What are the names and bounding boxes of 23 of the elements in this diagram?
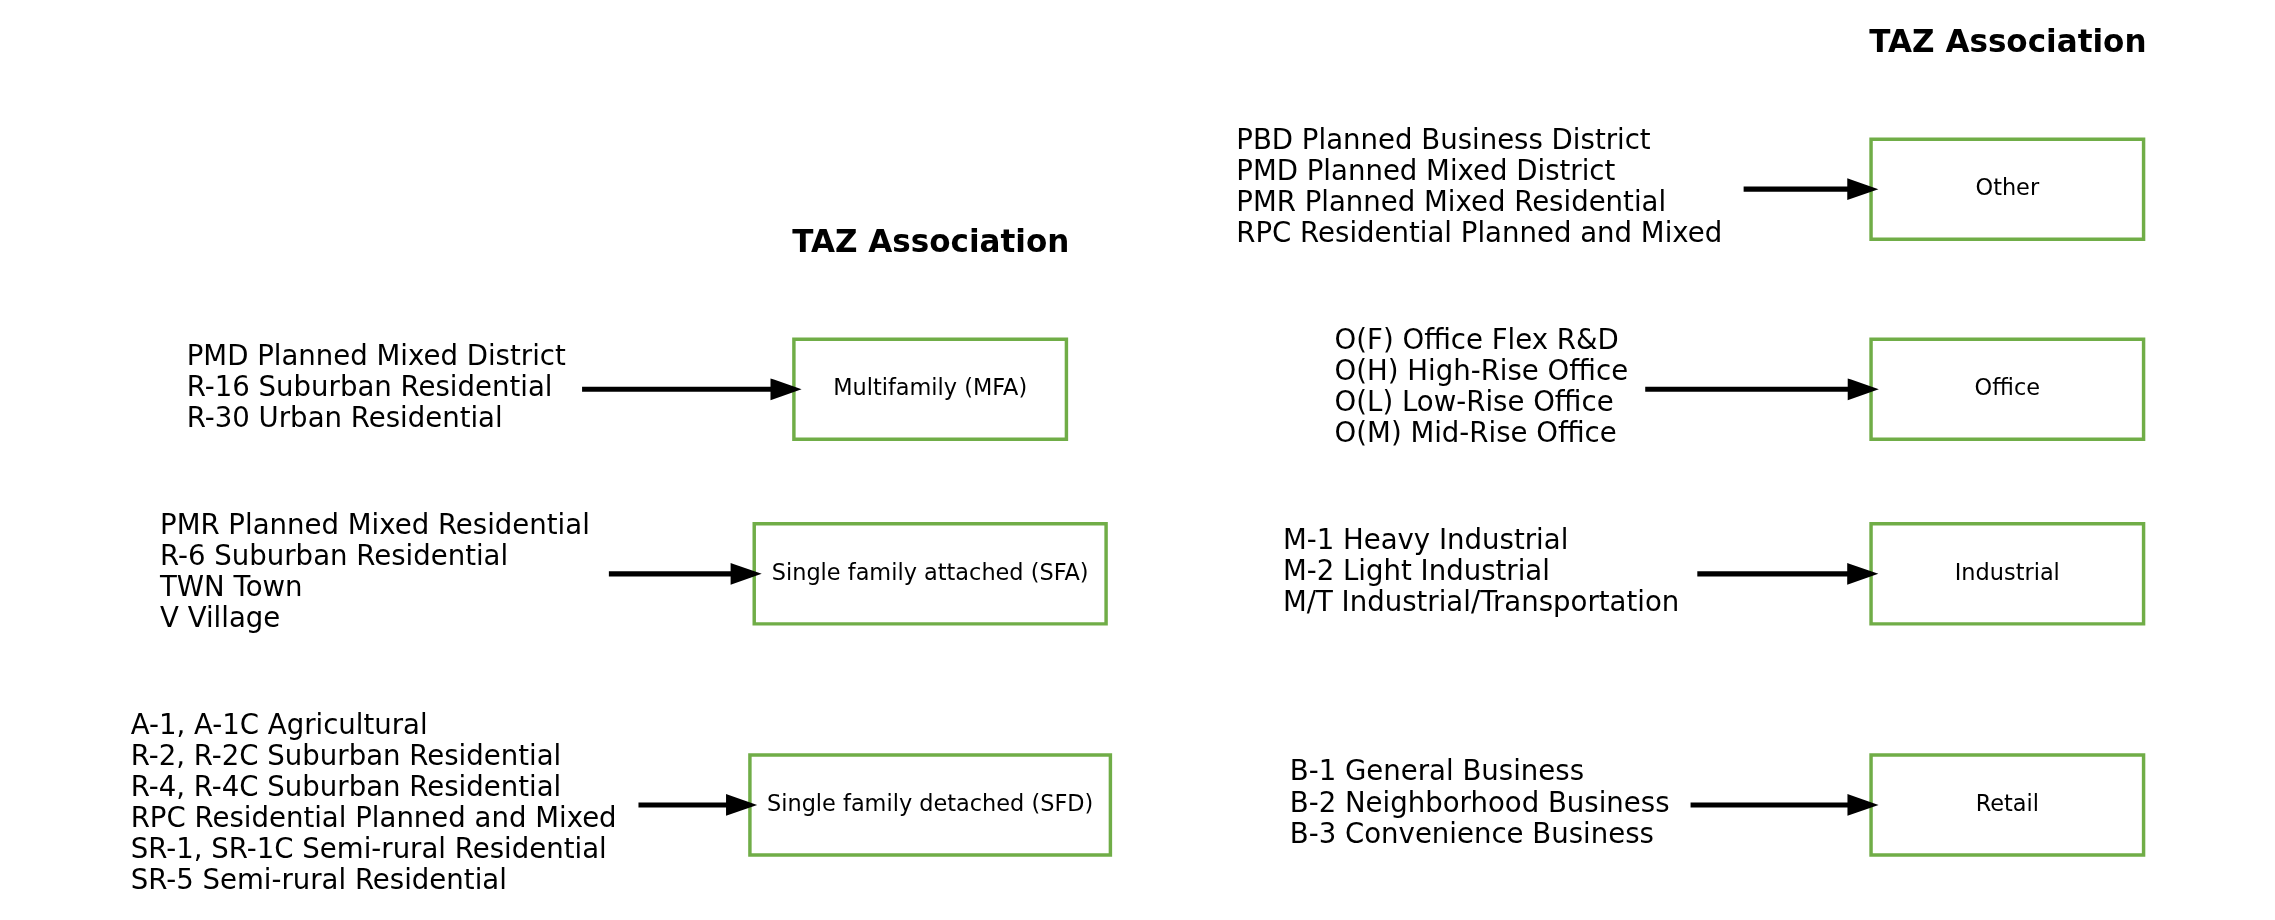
node-text: PMD Planned Mixed District R-16 Suburban Residential R-30 Urban Residential: [186, 338, 566, 434]
node-text: O(F) Office Flex R&D O(H) High-Rise Office O(L) Low-Rise Office O(M) Mid-Rise Office: [1334, 323, 1628, 450]
node-box: Multifamily (MFA): [791, 337, 1068, 442]
node-text: A-1, A-1C Agricultural R-2, R-2C Suburban Residential R-4, R-4C Suburban Residential RPC Residential Planned and Mixed SR-1, SR-1C Semi-rural Residential SR-5 Semi-rural Residential: [130, 707, 617, 897]
arrow: [1743, 178, 1878, 201]
node-box: Office: [1868, 337, 2145, 442]
arrow: [1696, 562, 1878, 585]
arrow: [1690, 794, 1879, 816]
node-text: M-1 Heavy Industrial M-2 Light Industrial M/T Industrial/Transportation: [1282, 523, 1679, 619]
arrow: [637, 794, 757, 816]
arrow: [608, 562, 762, 585]
node-text: PBD Planned Business District PMD Planned Mixed District PMR Planned Mixed Residential RPC Residential Planned and Mixed: [1235, 123, 1722, 250]
node-box: Single family detached (SFD): [747, 753, 1112, 857]
node-box: Retail: [1868, 753, 2145, 857]
node-text: PMR Planned Mixed Residential R-6 Suburban Residential TWN Town V Village: [159, 507, 590, 634]
node-box: Single family attached (SFA): [752, 522, 1108, 626]
arrow: [1644, 378, 1879, 401]
arrow: [581, 378, 802, 401]
node-box: Industrial: [1868, 522, 2145, 626]
node-box: Other: [1868, 137, 2145, 241]
node-text: B-1 General Business B-2 Neighborhood Business B-3 Convenience Business: [1289, 754, 1670, 850]
label: TAZ Association: [791, 222, 1069, 259]
label: TAZ Association: [1868, 22, 2147, 59]
